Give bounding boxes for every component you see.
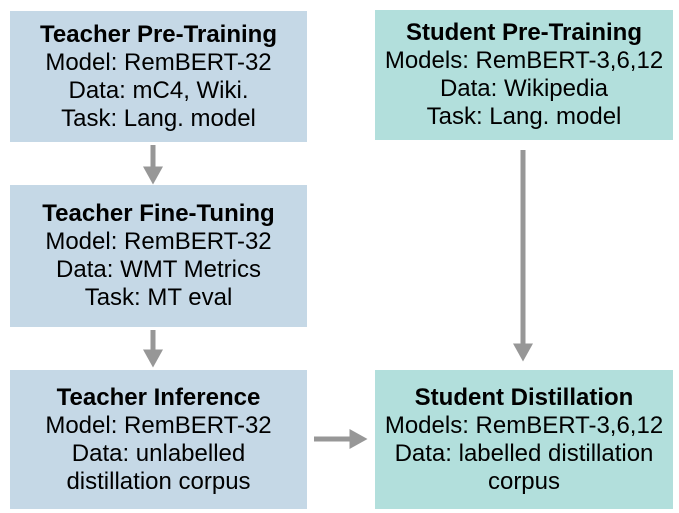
box-line-data: Data: unlabelled [71,439,246,467]
box-line-model: Model: RemBERT-32 [45,411,272,439]
box-teacher-inference: Teacher Inference Model: RemBERT-32 Data… [10,370,307,509]
box-line-task: Task: MT eval [84,284,233,311]
box-line-data-wrap: corpus [487,467,561,495]
box-title: Student Distillation [414,383,634,411]
box-title: Teacher Pre-Training [40,20,277,48]
box-line-data-wrap: distillation corpus [66,467,251,495]
box-teacher-pretraining: Teacher Pre-Training Model: RemBERT-32 D… [10,11,307,142]
box-line-model: Model: RemBERT-32 [45,48,272,76]
box-line-task: Task: Lang. model [426,103,622,130]
box-student-distillation: Student Distillation Models: RemBERT-3,6… [375,370,673,509]
box-title: Student Pre-Training [405,19,642,46]
box-line-task: Task: Lang. model [61,104,256,132]
box-title: Teacher Fine-Tuning [42,200,275,227]
box-line-data: Data: labelled distillation [394,439,654,467]
box-line-data: Data: mC4, Wiki. [68,76,249,104]
box-line-models: Models: RemBERT-3,6,12 [384,47,664,74]
box-teacher-finetuning: Teacher Fine-Tuning Model: RemBERT-32 Da… [10,185,307,327]
box-line-data: Data: WMT Metrics [56,256,261,283]
box-line-model: Model: RemBERT-32 [45,228,272,255]
box-student-pretraining: Student Pre-Training Models: RemBERT-3,6… [375,10,673,140]
box-title: Teacher Inference [56,383,261,411]
box-line-data: Data: Wikipedia [439,75,609,102]
box-line-models: Models: RemBERT-3,6,12 [384,411,664,439]
